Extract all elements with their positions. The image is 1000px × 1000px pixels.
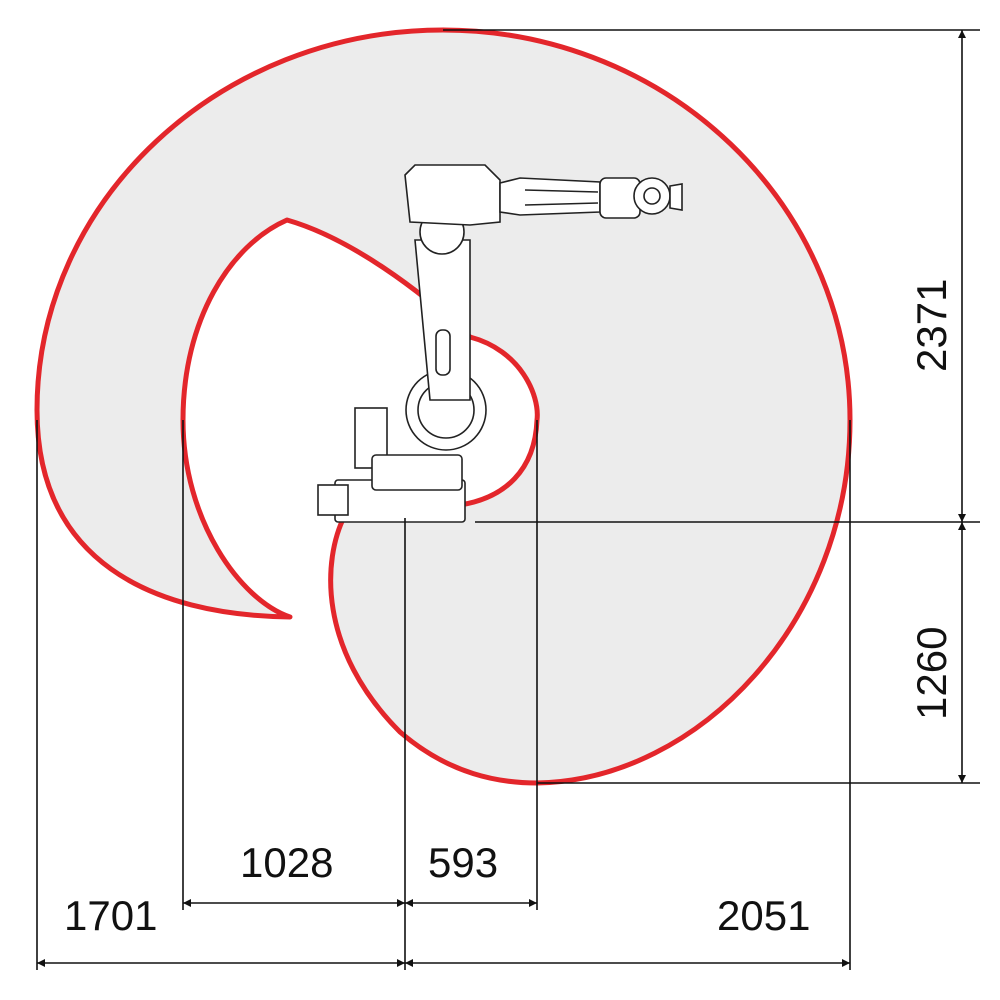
working-envelope (34, 27, 853, 786)
dim-label-1028: 1028 (240, 839, 333, 886)
robot-upper-housing (404, 164, 501, 226)
dim-label-593: 593 (428, 839, 498, 886)
dim-label-2371: 2371 (908, 279, 955, 372)
robot-arm-drawing (317, 164, 683, 523)
robot-lower-arm (414, 239, 471, 401)
dim-label-1701: 1701 (64, 892, 157, 939)
dim-label-2051: 2051 (717, 892, 810, 939)
dimension-lines (36, 29, 980, 970)
robot-forearm (499, 177, 601, 216)
dim-label-1260: 1260 (908, 627, 955, 720)
